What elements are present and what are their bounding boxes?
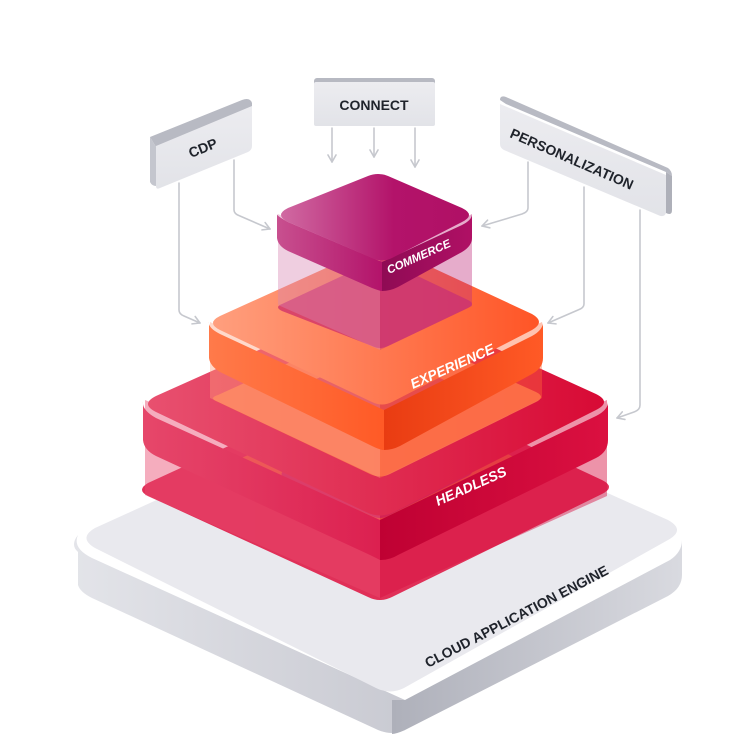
personalization-arrow-to-experience — [547, 186, 585, 325]
base-side-right — [392, 540, 682, 734]
personalization-arrows — [481, 161, 641, 421]
experience-layer: EXPERIENCE — [208, 246, 543, 450]
connect-box: CONNECT — [314, 78, 435, 126]
personalization-arrow-to-commerce — [481, 161, 529, 229]
commerce-side-right — [382, 214, 472, 291]
headless-side-left — [142, 402, 380, 560]
commerce-footprint — [278, 260, 472, 348]
personalization-box: PERSONALIZATION — [500, 96, 672, 217]
commerce-side-left — [277, 214, 382, 291]
experience-side-right — [384, 322, 543, 450]
cdp-arrow-to-experience — [178, 182, 201, 325]
commerce-top — [281, 174, 469, 261]
cdp-box: CDP — [150, 99, 252, 189]
cdp-arrow-to-commerce — [233, 159, 271, 231]
headless-side-right — [380, 402, 608, 560]
commerce-layer: COMMERCE — [277, 174, 472, 291]
connect-arrows — [327, 127, 420, 168]
base-side-left — [74, 535, 405, 733]
experience-side-left — [208, 322, 384, 450]
personalization-arrow-to-headless — [616, 209, 641, 421]
connect-label: CONNECT — [339, 97, 409, 113]
cdp-arrows — [178, 159, 271, 325]
